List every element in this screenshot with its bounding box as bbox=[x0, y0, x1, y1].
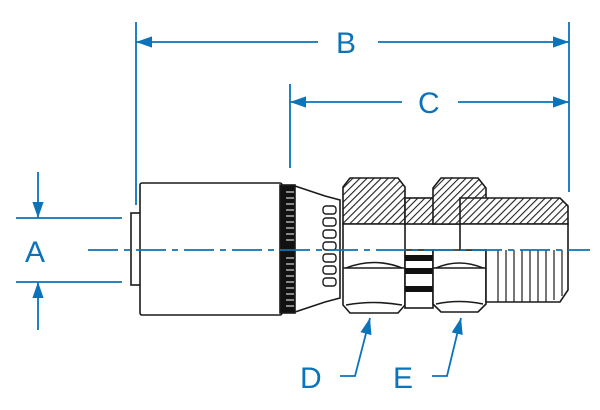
leader-e bbox=[432, 317, 463, 377]
label-b: B bbox=[336, 27, 356, 60]
dimension-labels: A B C D E bbox=[25, 27, 440, 395]
leader-d bbox=[340, 317, 372, 377]
label-d: D bbox=[300, 362, 322, 395]
crimp-knurl-lines bbox=[286, 191, 294, 307]
dimension-lines bbox=[16, 22, 590, 377]
label-a: A bbox=[25, 236, 45, 269]
ferrule-body bbox=[139, 182, 283, 316]
pipe-thread-lines bbox=[497, 250, 563, 302]
pipe-thread-section bbox=[459, 197, 569, 225]
union-hex-flats bbox=[405, 255, 433, 292]
nut-d-section bbox=[342, 177, 406, 225]
neck-grip-ring bbox=[322, 205, 337, 287]
label-c: C bbox=[418, 87, 440, 120]
label-e: E bbox=[393, 362, 413, 395]
hydraulic-fitting bbox=[130, 177, 569, 316]
